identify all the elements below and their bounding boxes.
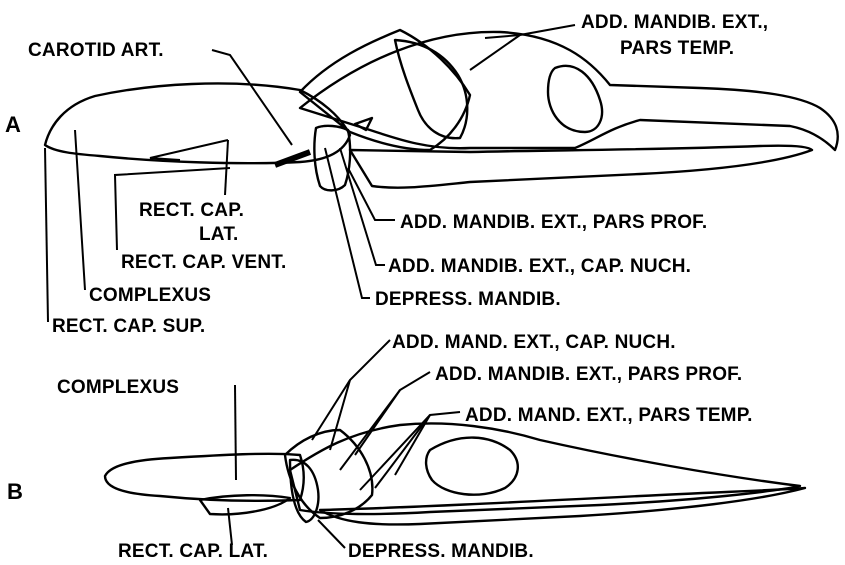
label-complexus-b: COMPLEXUS xyxy=(57,377,179,398)
skull-upper-bill xyxy=(300,32,838,150)
panel-label-b: B xyxy=(7,479,23,504)
label-complexus-a: COMPLEXUS xyxy=(89,285,211,306)
rect-cap-lat-b xyxy=(200,495,290,514)
orbit-b xyxy=(426,438,518,495)
orbit xyxy=(548,66,602,132)
panel-b xyxy=(105,423,805,524)
label-add-mandib-ext-pars-prof-a: ADD. MANDIB. EXT., PARS PROF. xyxy=(400,212,707,233)
lower-jaw xyxy=(350,146,812,188)
label-add-mandib-ext-pars-prof-b: ADD. MANDIB. EXT., PARS PROF. xyxy=(435,364,742,385)
small-triangle xyxy=(355,118,372,130)
label-rect-cap-sup: RECT. CAP. SUP. xyxy=(52,316,205,337)
leaders-a xyxy=(45,25,575,322)
label-carotid-art: CAROTID ART. xyxy=(28,40,164,61)
panel-label-a: A xyxy=(5,112,21,137)
label-rect-cap-lat-b: RECT. CAP. LAT. xyxy=(118,541,268,562)
label-add-mandib-ext-pars-temp-line2: PARS TEMP. xyxy=(620,38,734,59)
label-rect-cap-vent: RECT. CAP. VENT. xyxy=(121,252,286,273)
label-add-mandib-ext-pars-temp-line1: ADD. MANDIB. EXT., xyxy=(581,12,768,33)
label-rect-cap-lat-line1: RECT. CAP. xyxy=(139,200,244,221)
neck-b xyxy=(105,454,304,501)
label-depress-mandib-a: DEPRESS. MANDIB. xyxy=(375,289,561,310)
label-rect-cap-lat-line2: LAT. xyxy=(199,224,239,245)
label-depress-mandib-b: DEPRESS. MANDIB. xyxy=(348,541,534,562)
leaders-b xyxy=(228,340,460,548)
label-add-mand-ext-cap-nuch-b: ADD. MAND. EXT., CAP. NUCH. xyxy=(392,332,676,353)
label-add-mand-ext-pars-temp-b: ADD. MAND. EXT., PARS TEMP. xyxy=(465,405,753,426)
label-add-mandib-ext-cap-nuch-a: ADD. MANDIB. EXT., CAP. NUCH. xyxy=(388,256,691,277)
